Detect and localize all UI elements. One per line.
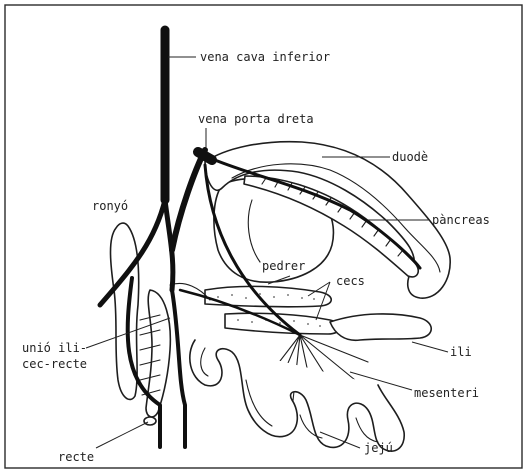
renal-portal-vein-right bbox=[172, 290, 185, 447]
label-vena-porta: vena porta dreta bbox=[198, 112, 314, 126]
label-jeju: jejú bbox=[364, 441, 393, 455]
label-vena-cava: vena cava inferior bbox=[200, 50, 330, 64]
leader-ili bbox=[412, 342, 448, 352]
label-pedrer: pedrer bbox=[262, 259, 305, 273]
leader-recte bbox=[96, 422, 148, 448]
label-mesenteri: mesenteri bbox=[414, 386, 479, 400]
label-ronyo: ronyó bbox=[92, 199, 128, 213]
label-unio-line1: unió ili- bbox=[22, 341, 87, 355]
ileum-loop bbox=[330, 314, 431, 340]
label-unio-line2: cec-recte bbox=[22, 357, 87, 371]
cecum-lower bbox=[225, 313, 340, 334]
jejunum-coils bbox=[190, 340, 404, 451]
label-ili: ili bbox=[450, 345, 472, 359]
portal-vein-bulb bbox=[198, 152, 212, 160]
label-pancreas: pàncreas bbox=[432, 213, 490, 227]
label-duode: duodè bbox=[392, 150, 428, 164]
vena-porta-dreta bbox=[172, 150, 205, 250]
label-recte: recte bbox=[58, 450, 94, 464]
cloaca-opening bbox=[144, 417, 156, 425]
label-cecs: cecs bbox=[336, 274, 365, 288]
